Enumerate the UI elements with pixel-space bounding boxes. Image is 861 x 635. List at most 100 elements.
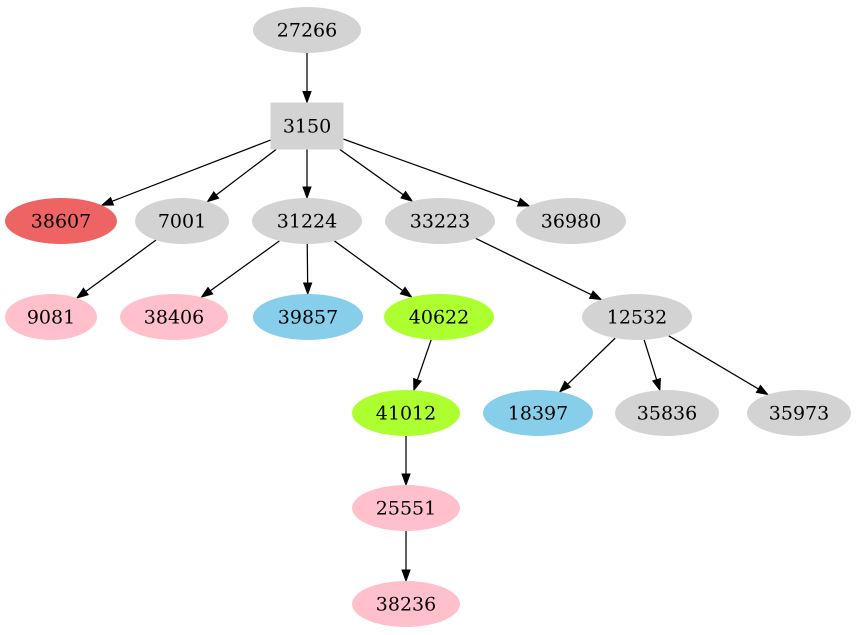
edge-12532-35836: [643, 339, 661, 392]
edge-line: [668, 335, 759, 390]
arrowhead-icon: [755, 384, 770, 396]
edge-line: [85, 239, 157, 293]
edge-line: [334, 240, 404, 292]
node-label: 3150: [283, 116, 331, 138]
arrowhead-icon: [588, 290, 603, 301]
node-36980: 36980: [516, 198, 626, 244]
node-38406: 38406: [120, 294, 228, 340]
node-label: 38607: [31, 211, 91, 233]
edge-31224-40622: [334, 240, 413, 298]
arrowhead-icon: [413, 377, 423, 392]
node-33223: 33223: [385, 198, 495, 244]
edge-3150-31224: [302, 149, 312, 200]
edge-line: [339, 148, 404, 196]
node-shape: [252, 198, 362, 244]
edge-31224-39857: [302, 243, 313, 296]
node-label: 25551: [376, 498, 436, 520]
arrowhead-icon: [651, 377, 661, 392]
node-shape: [120, 294, 228, 340]
node-shape: [352, 485, 460, 531]
edge-27266-3150: [302, 53, 312, 104]
node-shape: [352, 390, 460, 436]
edge-31224-38406: [200, 240, 280, 299]
node-shape: [135, 198, 229, 244]
node-35973: 35973: [747, 390, 851, 436]
node-label: 39857: [278, 307, 338, 329]
node-shape: [615, 390, 719, 436]
arrowhead-icon: [200, 286, 214, 299]
arrowhead-icon: [401, 569, 411, 583]
arrowhead-icon: [400, 190, 414, 203]
arrowhead-icon: [302, 282, 313, 296]
node-38236: 38236: [352, 581, 460, 627]
arrowhead-icon: [75, 287, 89, 299]
edge-41012-25551: [401, 436, 411, 487]
node-shape: [270, 102, 344, 150]
edge-3150-38607: [100, 139, 271, 206]
edge-line: [209, 240, 280, 292]
edge-line: [475, 237, 592, 296]
edge-line: [643, 339, 658, 380]
edge-line: [215, 149, 277, 196]
node-39857: 39857: [253, 294, 363, 340]
node-35836: 35836: [615, 390, 719, 436]
node-label: 27266: [277, 20, 337, 42]
arrowhead-icon: [516, 197, 531, 207]
edge-3150-33223: [339, 148, 414, 203]
arrowhead-icon: [399, 286, 413, 298]
node-label: 12532: [607, 307, 667, 329]
edge-line: [567, 337, 616, 385]
node-12532: 12532: [582, 294, 692, 340]
node-label: 35973: [769, 403, 829, 425]
node-shape: [253, 7, 361, 53]
node-shape: [516, 198, 626, 244]
edge-3150-36980: [343, 138, 531, 207]
node-label: 31224: [277, 211, 337, 233]
node-label: 35836: [637, 403, 697, 425]
edge-7001-9081: [75, 239, 157, 299]
node-shape: [582, 294, 692, 340]
node-shape: [747, 390, 851, 436]
arrowhead-icon: [558, 380, 572, 393]
node-41012: 41012: [352, 390, 460, 436]
node-label: 41012: [376, 403, 436, 425]
arrowhead-icon: [302, 186, 312, 200]
node-shape: [483, 390, 593, 436]
node-shape: [5, 198, 117, 244]
node-18397: 18397: [483, 390, 593, 436]
arrowhead-icon: [100, 196, 115, 206]
node-shape: [352, 581, 460, 627]
node-label: 38236: [376, 594, 436, 616]
edge-40622-41012: [413, 339, 432, 392]
edge-25551-38236: [401, 531, 411, 583]
node-9081: 9081: [5, 294, 97, 340]
node-27266: 27266: [253, 7, 361, 53]
node-label: 7001: [158, 211, 206, 233]
node-label: 40622: [409, 307, 469, 329]
node-7001: 7001: [135, 198, 229, 244]
node-label: 38406: [144, 307, 204, 329]
node-shape: [384, 294, 494, 340]
node-38607: 38607: [5, 198, 117, 244]
edge-line: [111, 139, 271, 202]
node-25551: 25551: [352, 485, 460, 531]
node-shape: [253, 294, 363, 340]
node-label: 33223: [410, 211, 470, 233]
node-31224: 31224: [252, 198, 362, 244]
node-shape: [5, 294, 97, 340]
edge-12532-35973: [668, 335, 770, 396]
node-label: 18397: [508, 403, 568, 425]
node-40622: 40622: [384, 294, 494, 340]
edge-12532-18397: [558, 337, 616, 393]
node-shape: [385, 198, 495, 244]
edge-line: [343, 138, 520, 203]
edge-33223-12532: [475, 237, 603, 301]
node-3150: 3150: [270, 102, 344, 150]
edge-line: [416, 339, 432, 381]
arrowhead-icon: [206, 190, 220, 203]
arrowhead-icon: [302, 91, 312, 104]
node-label: 9081: [27, 307, 75, 329]
arrowhead-icon: [401, 473, 411, 487]
